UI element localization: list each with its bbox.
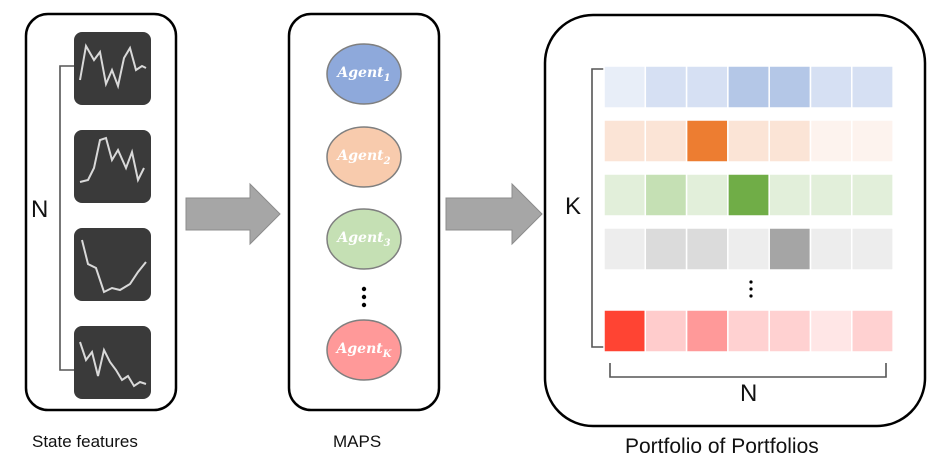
agent-1-label: Agent1 bbox=[324, 65, 404, 84]
portfolio-cell bbox=[685, 173, 729, 217]
portfolio-cell bbox=[685, 65, 729, 109]
portfolio-cell bbox=[768, 309, 812, 353]
portfolio-cell bbox=[809, 227, 853, 271]
portfolio-cell bbox=[768, 119, 812, 163]
arrow-right-icon bbox=[185, 182, 281, 246]
agent-1-sub: 1 bbox=[383, 72, 391, 84]
state-features-bracket bbox=[59, 65, 74, 371]
portfolio-cell bbox=[768, 227, 812, 271]
maps-caption: MAPS bbox=[333, 432, 382, 451]
n-assets-bottom-label: N bbox=[740, 380, 758, 407]
portfolio-cell bbox=[727, 227, 770, 271]
portfolio-cell bbox=[768, 65, 812, 109]
agent-ellipsis bbox=[361, 286, 367, 308]
portfolio-caption: Portfolio of Portfolios bbox=[625, 435, 819, 458]
feature-chart-2 bbox=[74, 130, 151, 203]
agent-k-sub: K bbox=[382, 348, 392, 360]
portfolio-cell bbox=[809, 309, 853, 353]
agent-3-name: Agent bbox=[337, 230, 384, 246]
agent-k-name: Agent bbox=[336, 341, 383, 357]
portfolio-cell bbox=[851, 65, 894, 109]
agent-1-node bbox=[326, 43, 402, 105]
portfolio-n-bracket bbox=[609, 363, 887, 378]
portfolio-cell bbox=[603, 65, 647, 109]
state-features-caption: State features bbox=[32, 432, 138, 451]
k-agents-label: K bbox=[565, 193, 582, 220]
portfolio-cell bbox=[644, 309, 688, 353]
arrow-right-icon bbox=[445, 182, 543, 246]
agent-1-name: Agent bbox=[337, 65, 384, 81]
portfolio-cell bbox=[644, 65, 688, 109]
portfolio-cell bbox=[768, 173, 812, 217]
portfolio-grid bbox=[603, 65, 894, 353]
portfolio-cell bbox=[851, 227, 894, 271]
agent-k-node bbox=[326, 319, 402, 381]
portfolio-cell bbox=[685, 309, 729, 353]
agent-2-label: Agent2 bbox=[324, 148, 404, 167]
portfolio-cell bbox=[851, 173, 894, 217]
n-assets-label: N bbox=[31, 196, 49, 223]
portfolio-cell bbox=[727, 119, 770, 163]
portfolio-cell bbox=[603, 119, 647, 163]
portfolio-cell bbox=[851, 309, 894, 353]
agent-k-label: AgentK bbox=[324, 341, 404, 360]
portfolio-cell bbox=[809, 119, 853, 163]
agent-3-node bbox=[326, 208, 402, 270]
portfolio-cell bbox=[644, 227, 688, 271]
agent-2-sub: 2 bbox=[383, 155, 391, 167]
portfolio-cell bbox=[727, 65, 770, 109]
feature-chart-1 bbox=[74, 32, 151, 105]
portfolio-cell bbox=[727, 309, 770, 353]
portfolio-ellipsis bbox=[749, 280, 753, 298]
state-features-panel bbox=[24, 12, 178, 412]
portfolio-cell bbox=[603, 173, 647, 217]
portfolio-cell bbox=[603, 227, 647, 271]
portfolio-cell bbox=[644, 173, 688, 217]
agent-2-node bbox=[326, 126, 402, 188]
portfolio-cell bbox=[727, 173, 770, 217]
portfolio-cell bbox=[685, 227, 729, 271]
portfolio-cell bbox=[851, 119, 894, 163]
agent-2-name: Agent bbox=[337, 148, 384, 164]
agent-3-label: Agent3 bbox=[324, 230, 404, 249]
portfolio-k-bracket bbox=[591, 68, 604, 348]
portfolio-cell bbox=[809, 65, 853, 109]
feature-chart-4 bbox=[74, 326, 151, 399]
portfolio-cell bbox=[809, 173, 853, 217]
feature-chart-3 bbox=[74, 228, 151, 301]
portfolio-cell bbox=[603, 309, 647, 353]
portfolio-cell bbox=[685, 119, 729, 163]
portfolio-cell bbox=[644, 119, 688, 163]
agent-3-sub: 3 bbox=[383, 237, 391, 249]
